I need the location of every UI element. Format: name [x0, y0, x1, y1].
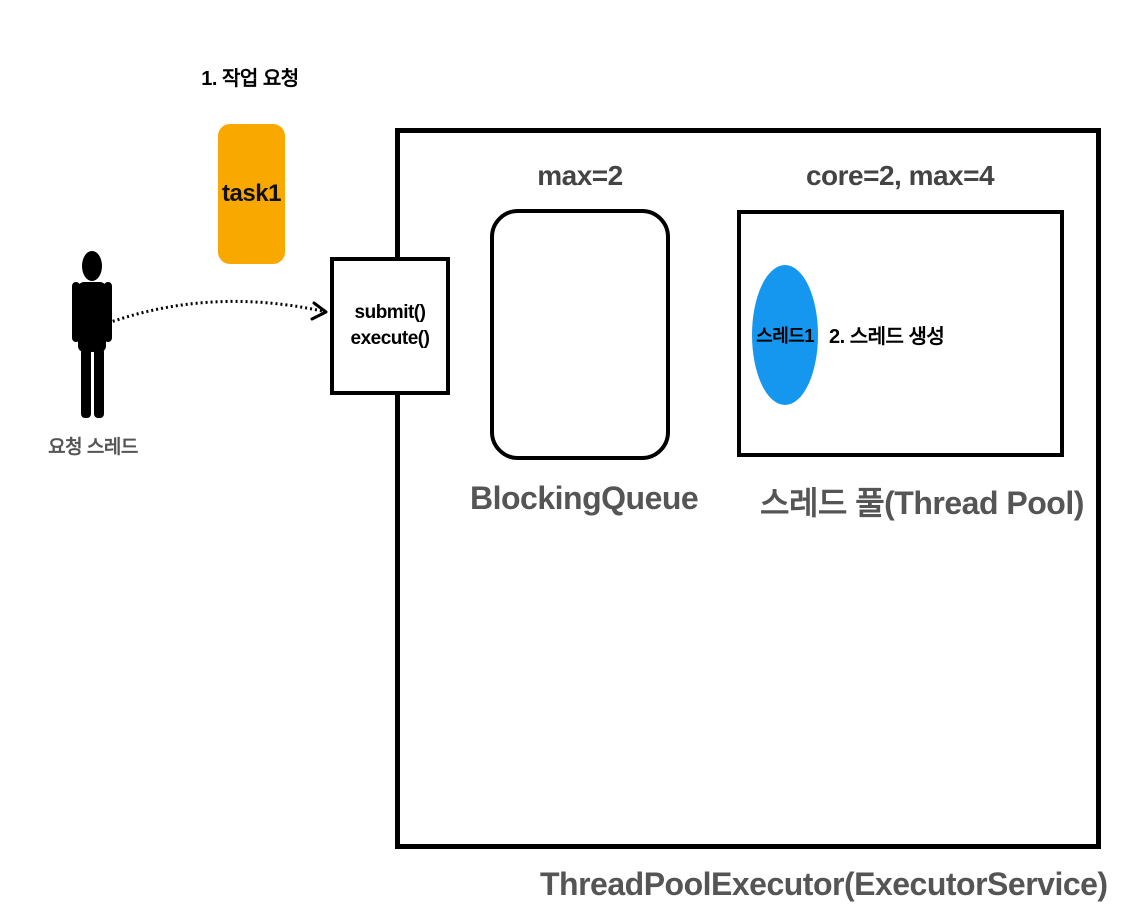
person-icon: [64, 248, 120, 424]
thread-label: 스레드1: [756, 326, 814, 346]
pool-capacity: core=2, max=4: [805, 160, 995, 191]
submit-method: submit(): [354, 302, 426, 323]
thread-pool-box: [737, 210, 1064, 457]
request-arrow: [100, 285, 340, 335]
executor-label: ThreadPoolExecutor(ExecutorService): [540, 866, 1108, 902]
thread-circle: 스레드1: [752, 265, 818, 405]
requester-label: 요청 스레드: [48, 437, 138, 458]
queue-capacity: max=2: [537, 160, 623, 191]
executor-api-box: submit() execute(): [330, 257, 450, 395]
execute-method: execute(): [350, 328, 430, 349]
step1-label: 1. 작업 요청: [201, 68, 299, 90]
blocking-queue-label: BlockingQueue: [470, 480, 699, 516]
thread-pool-label: 스레드 풀(Thread Pool): [760, 485, 1084, 521]
executor-box: [395, 128, 1101, 849]
task-card: task1: [218, 124, 285, 264]
step2-label: 2. 스레드 생성: [829, 326, 945, 348]
blocking-queue-box: [490, 209, 670, 460]
task-label: task1: [222, 180, 281, 207]
